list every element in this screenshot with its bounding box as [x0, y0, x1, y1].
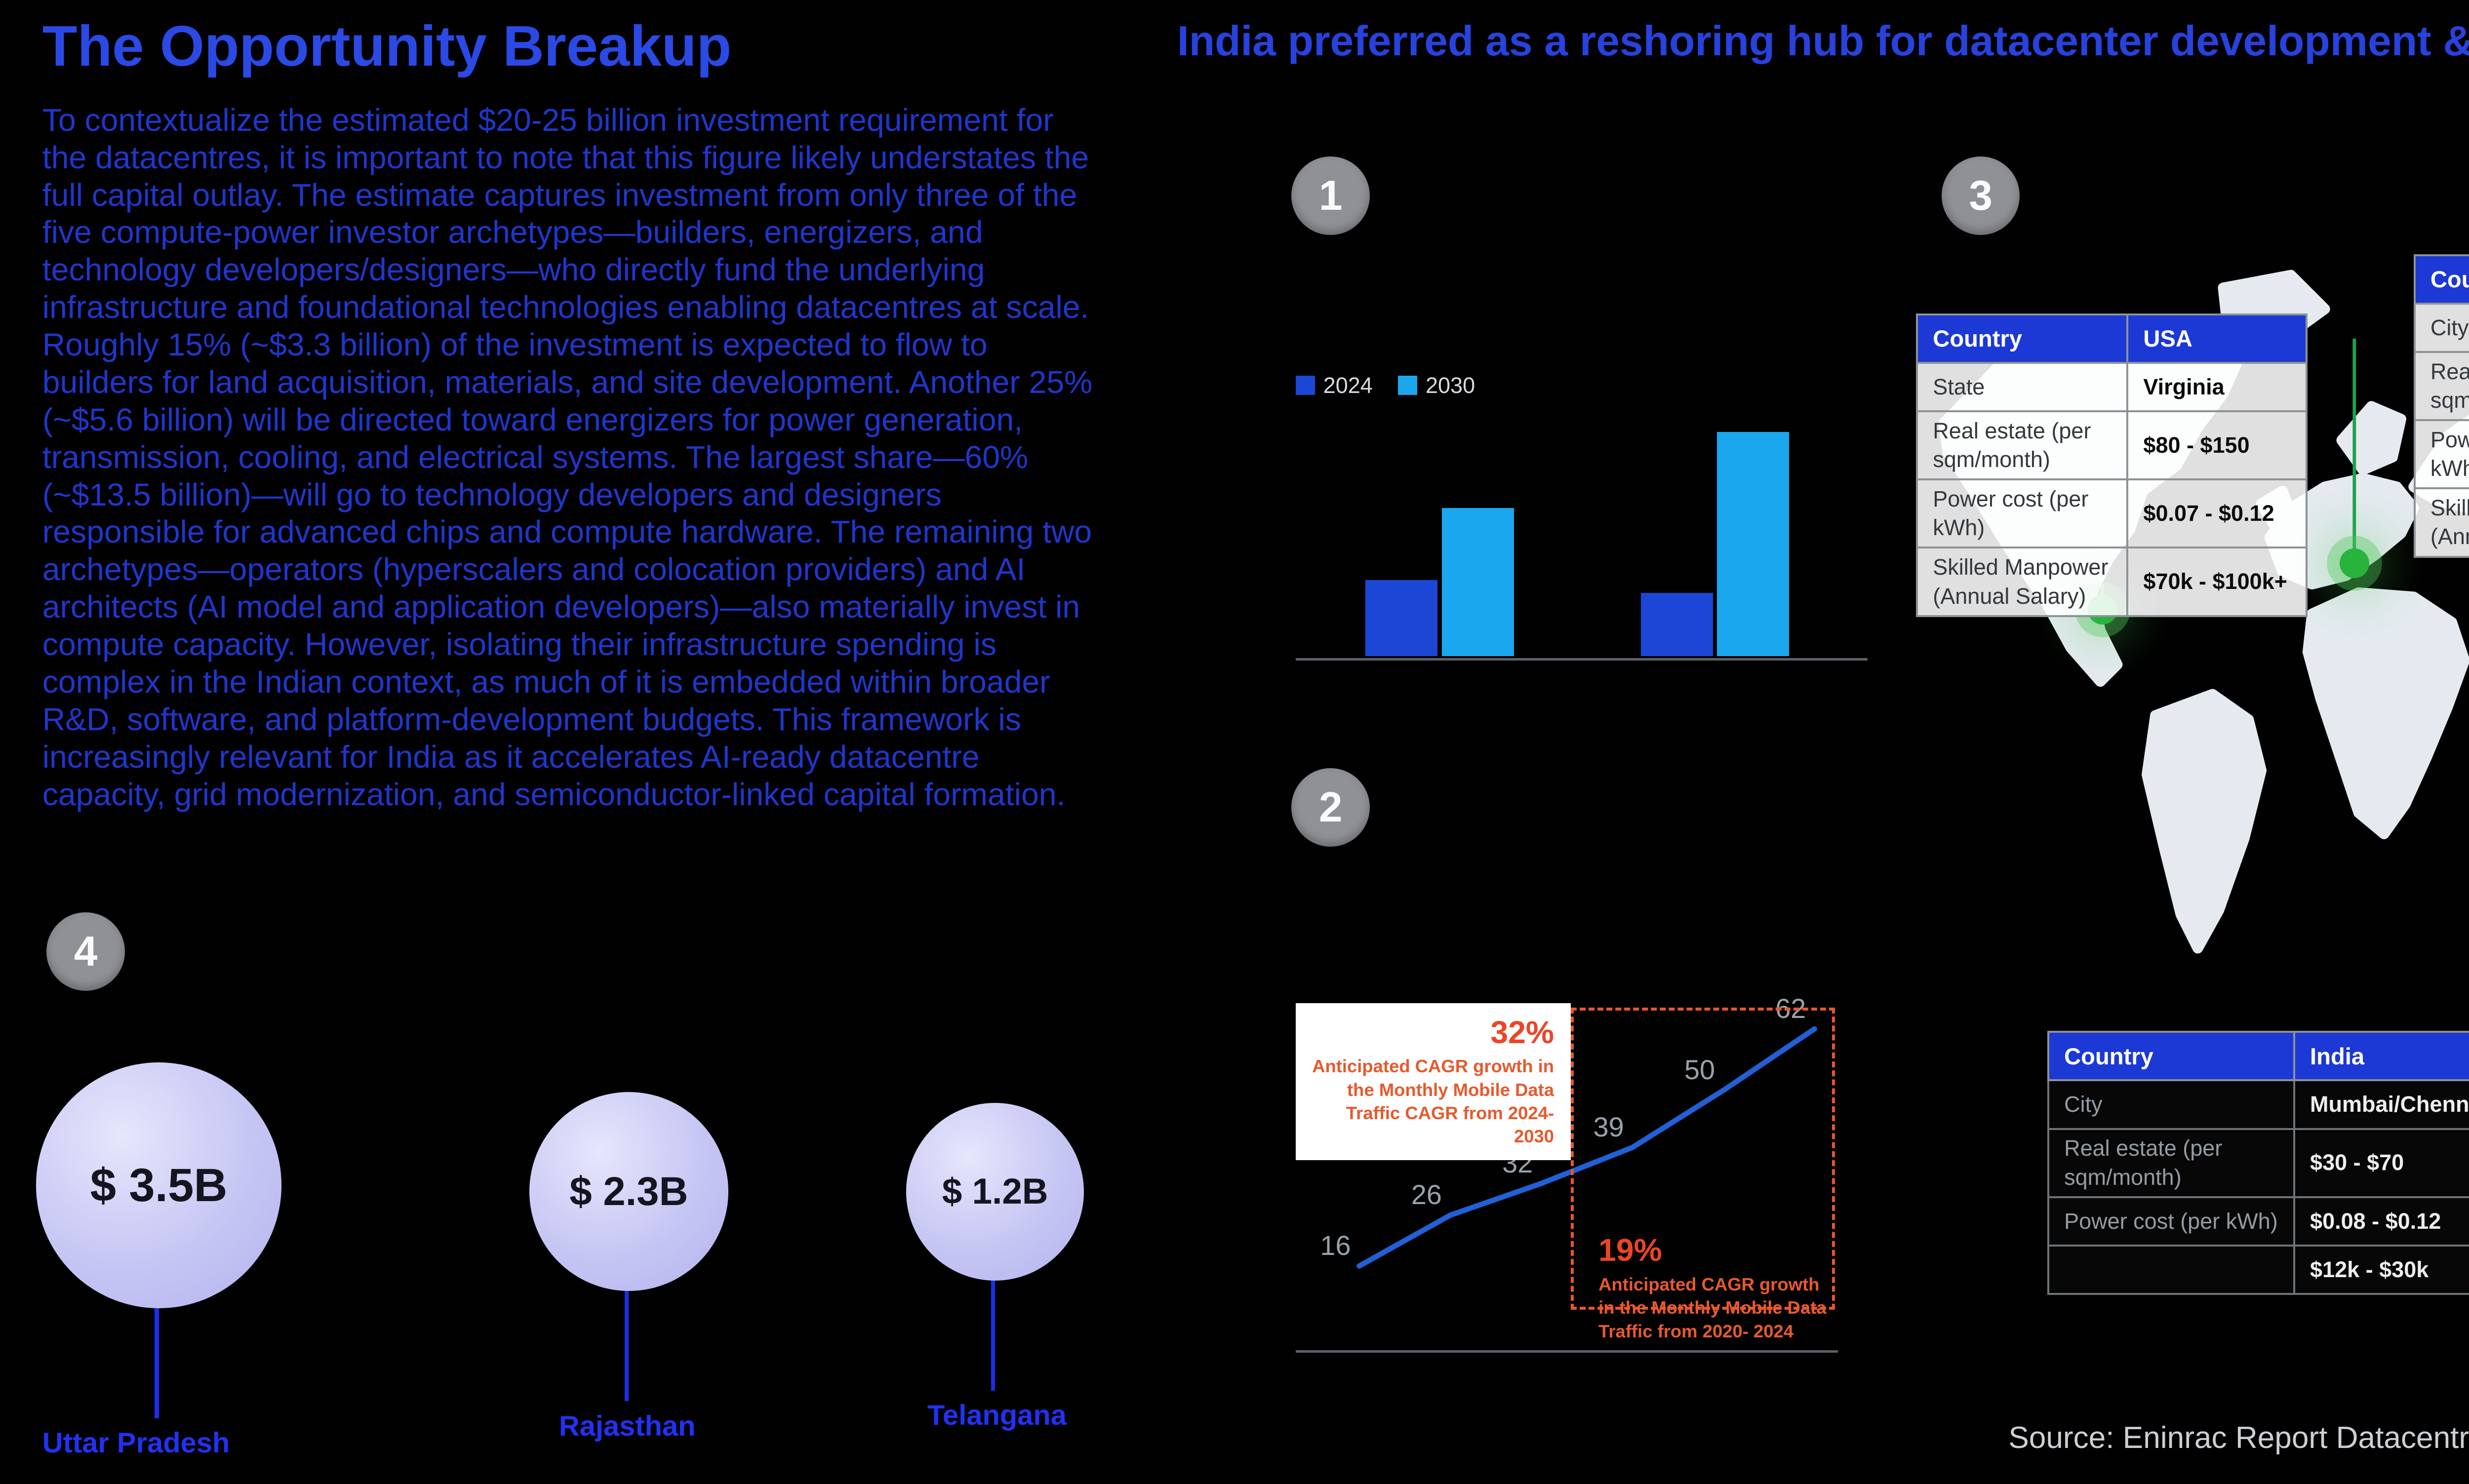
table-cell-value: Virginia [2126, 361, 2308, 413]
state-label-rajasthan: Rajasthan [558, 1410, 696, 1442]
point-label: 16 [1320, 1230, 1351, 1261]
legend-item-2030: 2030 [1398, 373, 1475, 398]
table-row: $12k - $30k [2047, 1245, 2469, 1295]
table-cell-label: Power cost (per kWh) [2047, 1196, 2296, 1247]
annotation-19pct-value: 19% [1598, 1232, 1662, 1268]
table-cell-value: $12k - $30k [2293, 1245, 2469, 1295]
table-cell-label: Real estate (per sqm/month) [2047, 1128, 2296, 1198]
bubble-connector-line [991, 1280, 996, 1391]
bubble-value: $ 1.2B [942, 1172, 1048, 1212]
table-row: Power cost (per kWh)$0.07 - $0.12 [1916, 478, 2308, 549]
table-cell-label: Power cost (per kWh) [2413, 419, 2469, 490]
bubble-connector-line [624, 1291, 629, 1402]
bar-2030-group2 [1717, 431, 1789, 657]
line-chart-svg [1356, 1026, 1817, 1269]
continent-africa [2302, 587, 2469, 840]
bar-2024-group1 [1365, 580, 1438, 657]
source-text: Source: Eninrac Report Datacentre Market… [2008, 1420, 2469, 1455]
table-header-country-name: India [2293, 1031, 2469, 1082]
point-label: 26 [1411, 1179, 1442, 1211]
opportunity-paragraph: To contextualize the estimated $20-25 bi… [42, 102, 1093, 812]
state-bubble-telangana: $ 1.2B [906, 1102, 1084, 1281]
table-cell-label: Skilled Manpower (Annual Salary) [2413, 487, 2469, 558]
section-badge-1: 1 [1291, 156, 1370, 235]
table-cell-label: Power cost (per kWh) [1916, 478, 2129, 549]
legend-swatch [1398, 376, 1417, 395]
point-label: 39 [1593, 1111, 1624, 1142]
legend-item-2024: 2024 [1296, 373, 1373, 398]
line-chart: 32% Anticipated CAGR growth in the Month… [1296, 991, 1838, 1364]
section-badge-2: 2 [1291, 768, 1370, 847]
section-title: India preferred as a reshoring hub for d… [1177, 17, 2469, 65]
table-cell-value: $80 - $150 [2126, 410, 2308, 481]
table-cell-value: $70k - $100k+ [2126, 547, 2308, 617]
table-row: CityFrankfurt [2413, 302, 2469, 353]
table-cell-label [2047, 1245, 2296, 1295]
state-bubble-uttar-pradesh: $ 3.5B [36, 1062, 282, 1308]
table-header-country-name: USA [2126, 313, 2308, 364]
table-row: Power cost (per kWh)$0.2 - $0.3 [2413, 419, 2469, 490]
annotation-32pct-text: Anticipated CAGR growth in the Monthly M… [1312, 1056, 1554, 1147]
table-header-country-label: Country [1916, 313, 2129, 364]
legend-label: 2024 [1323, 372, 1373, 398]
table-row: Skilled Manpower (Annual Salary)$70k - $… [1916, 547, 2308, 617]
table-row: Real estate (per sqm/month)$80 - $150 [1916, 410, 2308, 481]
table-cell-label: City [2413, 302, 2469, 353]
annotation-19pct: 19% Anticipated CAGR growth in the Month… [1598, 1232, 1840, 1343]
bar-chart: 2024 2030 [1296, 360, 1868, 661]
line-chart-axis [1296, 1350, 1838, 1353]
line-series [1356, 1026, 1817, 1269]
dashed-highlight-box [1571, 1007, 1835, 1310]
table-cell-label: Real estate (per sqm/month) [2413, 351, 2469, 422]
section-badge-4: 4 [46, 912, 125, 991]
annotation-32pct-value: 32% [1490, 1014, 1554, 1050]
table-header-country-label: Country [2047, 1031, 2296, 1082]
table-cell-value: $0.08 - $0.12 [2293, 1196, 2469, 1247]
table-cell-label: City [2047, 1079, 2296, 1130]
annotation-32pct: 32% Anticipated CAGR growth in the Month… [1296, 1003, 1571, 1160]
germany-cost-table: CountryGermanyCityFrankfurtReal estate (… [2413, 254, 2469, 558]
table-row: Skilled Manpower (Annual Salary)$60k - $… [2413, 487, 2469, 558]
continent-south-america [2141, 689, 2267, 954]
legend-swatch [1296, 376, 1315, 395]
table-header-country-label: Country [2413, 254, 2469, 305]
table-cell-value: Mumbai/Chennai [2293, 1079, 2469, 1130]
bar-2024-group2 [1640, 592, 1713, 657]
table-row: Power cost (per kWh)$0.08 - $0.12 [2047, 1196, 2469, 1247]
section-badge-3: 3 [1941, 156, 2020, 235]
table-row: Real estate (per sqm/month)$90 - $170 [2413, 351, 2469, 422]
page-title: The Opportunity Breakup [42, 13, 732, 78]
point-label: 50 [1684, 1054, 1715, 1086]
table-cell-value: $30 - $70 [2293, 1128, 2469, 1198]
continent-scandinavia [2336, 401, 2406, 475]
state-bubble-rajasthan: $ 2.3B [529, 1092, 728, 1291]
bar-chart-legend: 2024 2030 [1296, 373, 1475, 398]
bubble-value: $ 3.5B [90, 1159, 228, 1211]
state-label-telangana: Telangana [927, 1400, 1067, 1432]
state-label-uttar-pradesh: Uttar Pradesh [42, 1427, 230, 1459]
table-cell-label: State [1916, 361, 2129, 413]
annotation-19pct-text: Anticipated CAGR growth in the Monthly M… [1598, 1274, 1827, 1341]
table-cell-label: Real estate (per sqm/month) [1916, 410, 2129, 481]
bar-2030-group1 [1441, 508, 1514, 657]
map-marker-germany [2339, 548, 2369, 578]
bubble-connector-line [154, 1308, 159, 1418]
table-cell-value: $0.07 - $0.12 [2126, 478, 2308, 549]
table-row: Real estate (per sqm/month)$30 - $70 [2047, 1128, 2469, 1198]
bar-chart-axis [1296, 658, 1868, 661]
bubble-value: $ 2.3B [569, 1169, 688, 1214]
legend-label: 2030 [1425, 372, 1475, 398]
table-cell-label: Skilled Manpower (Annual Salary) [1916, 547, 2129, 617]
